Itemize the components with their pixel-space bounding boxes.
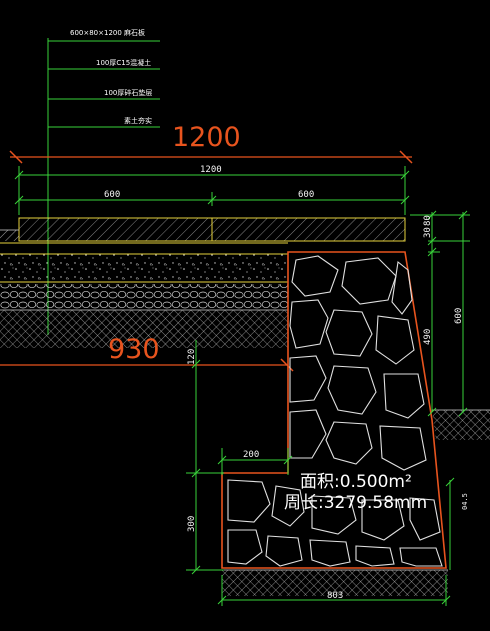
soil-right: [432, 409, 490, 440]
dim-top-right-half: 600: [298, 190, 314, 200]
soil-left: [0, 310, 288, 348]
layer-note-gravel: 100厚碎石垫层: [104, 88, 152, 97]
dim-line-top: [14, 166, 410, 215]
dim-lines-left: [186, 340, 451, 606]
dim-base-large: 930: [108, 334, 160, 365]
dim-left-300: 300: [187, 516, 197, 532]
dim-right-30: 30: [423, 227, 433, 238]
retaining-wall: [221, 251, 447, 569]
area-label: 面积:0.500m²: [300, 472, 412, 492]
perimeter-label: 周长:3279.58mm: [284, 493, 427, 513]
dim-right-490: 490: [423, 329, 433, 345]
dim-bottom-803: 803: [327, 591, 343, 601]
stone-slab: [18, 217, 406, 242]
concrete-layer: [0, 242, 288, 283]
dim-step-200: 200: [243, 450, 259, 460]
gravel-layer: [0, 284, 288, 311]
dim-top-total: 1200: [200, 165, 222, 175]
layer-note-soil: 素土夯实: [124, 116, 152, 125]
dim-line-top-large: [9, 150, 413, 164]
dim-right-small: 04.5: [461, 493, 469, 510]
layer-note-stone: 600×80×1200 麻石板: [70, 28, 145, 37]
dim-top-large: 1200: [172, 122, 241, 153]
dim-left-120: 120: [187, 349, 197, 365]
layer-note-concrete: 100厚C15混凝土: [96, 58, 151, 67]
dim-right-600: 600: [454, 308, 464, 324]
dim-line-base-large: [0, 358, 294, 372]
soil-bottom: [222, 569, 448, 596]
dim-right-80: 80: [423, 215, 433, 226]
dim-lines-right: [410, 210, 470, 570]
dim-top-left-half: 600: [104, 190, 120, 200]
